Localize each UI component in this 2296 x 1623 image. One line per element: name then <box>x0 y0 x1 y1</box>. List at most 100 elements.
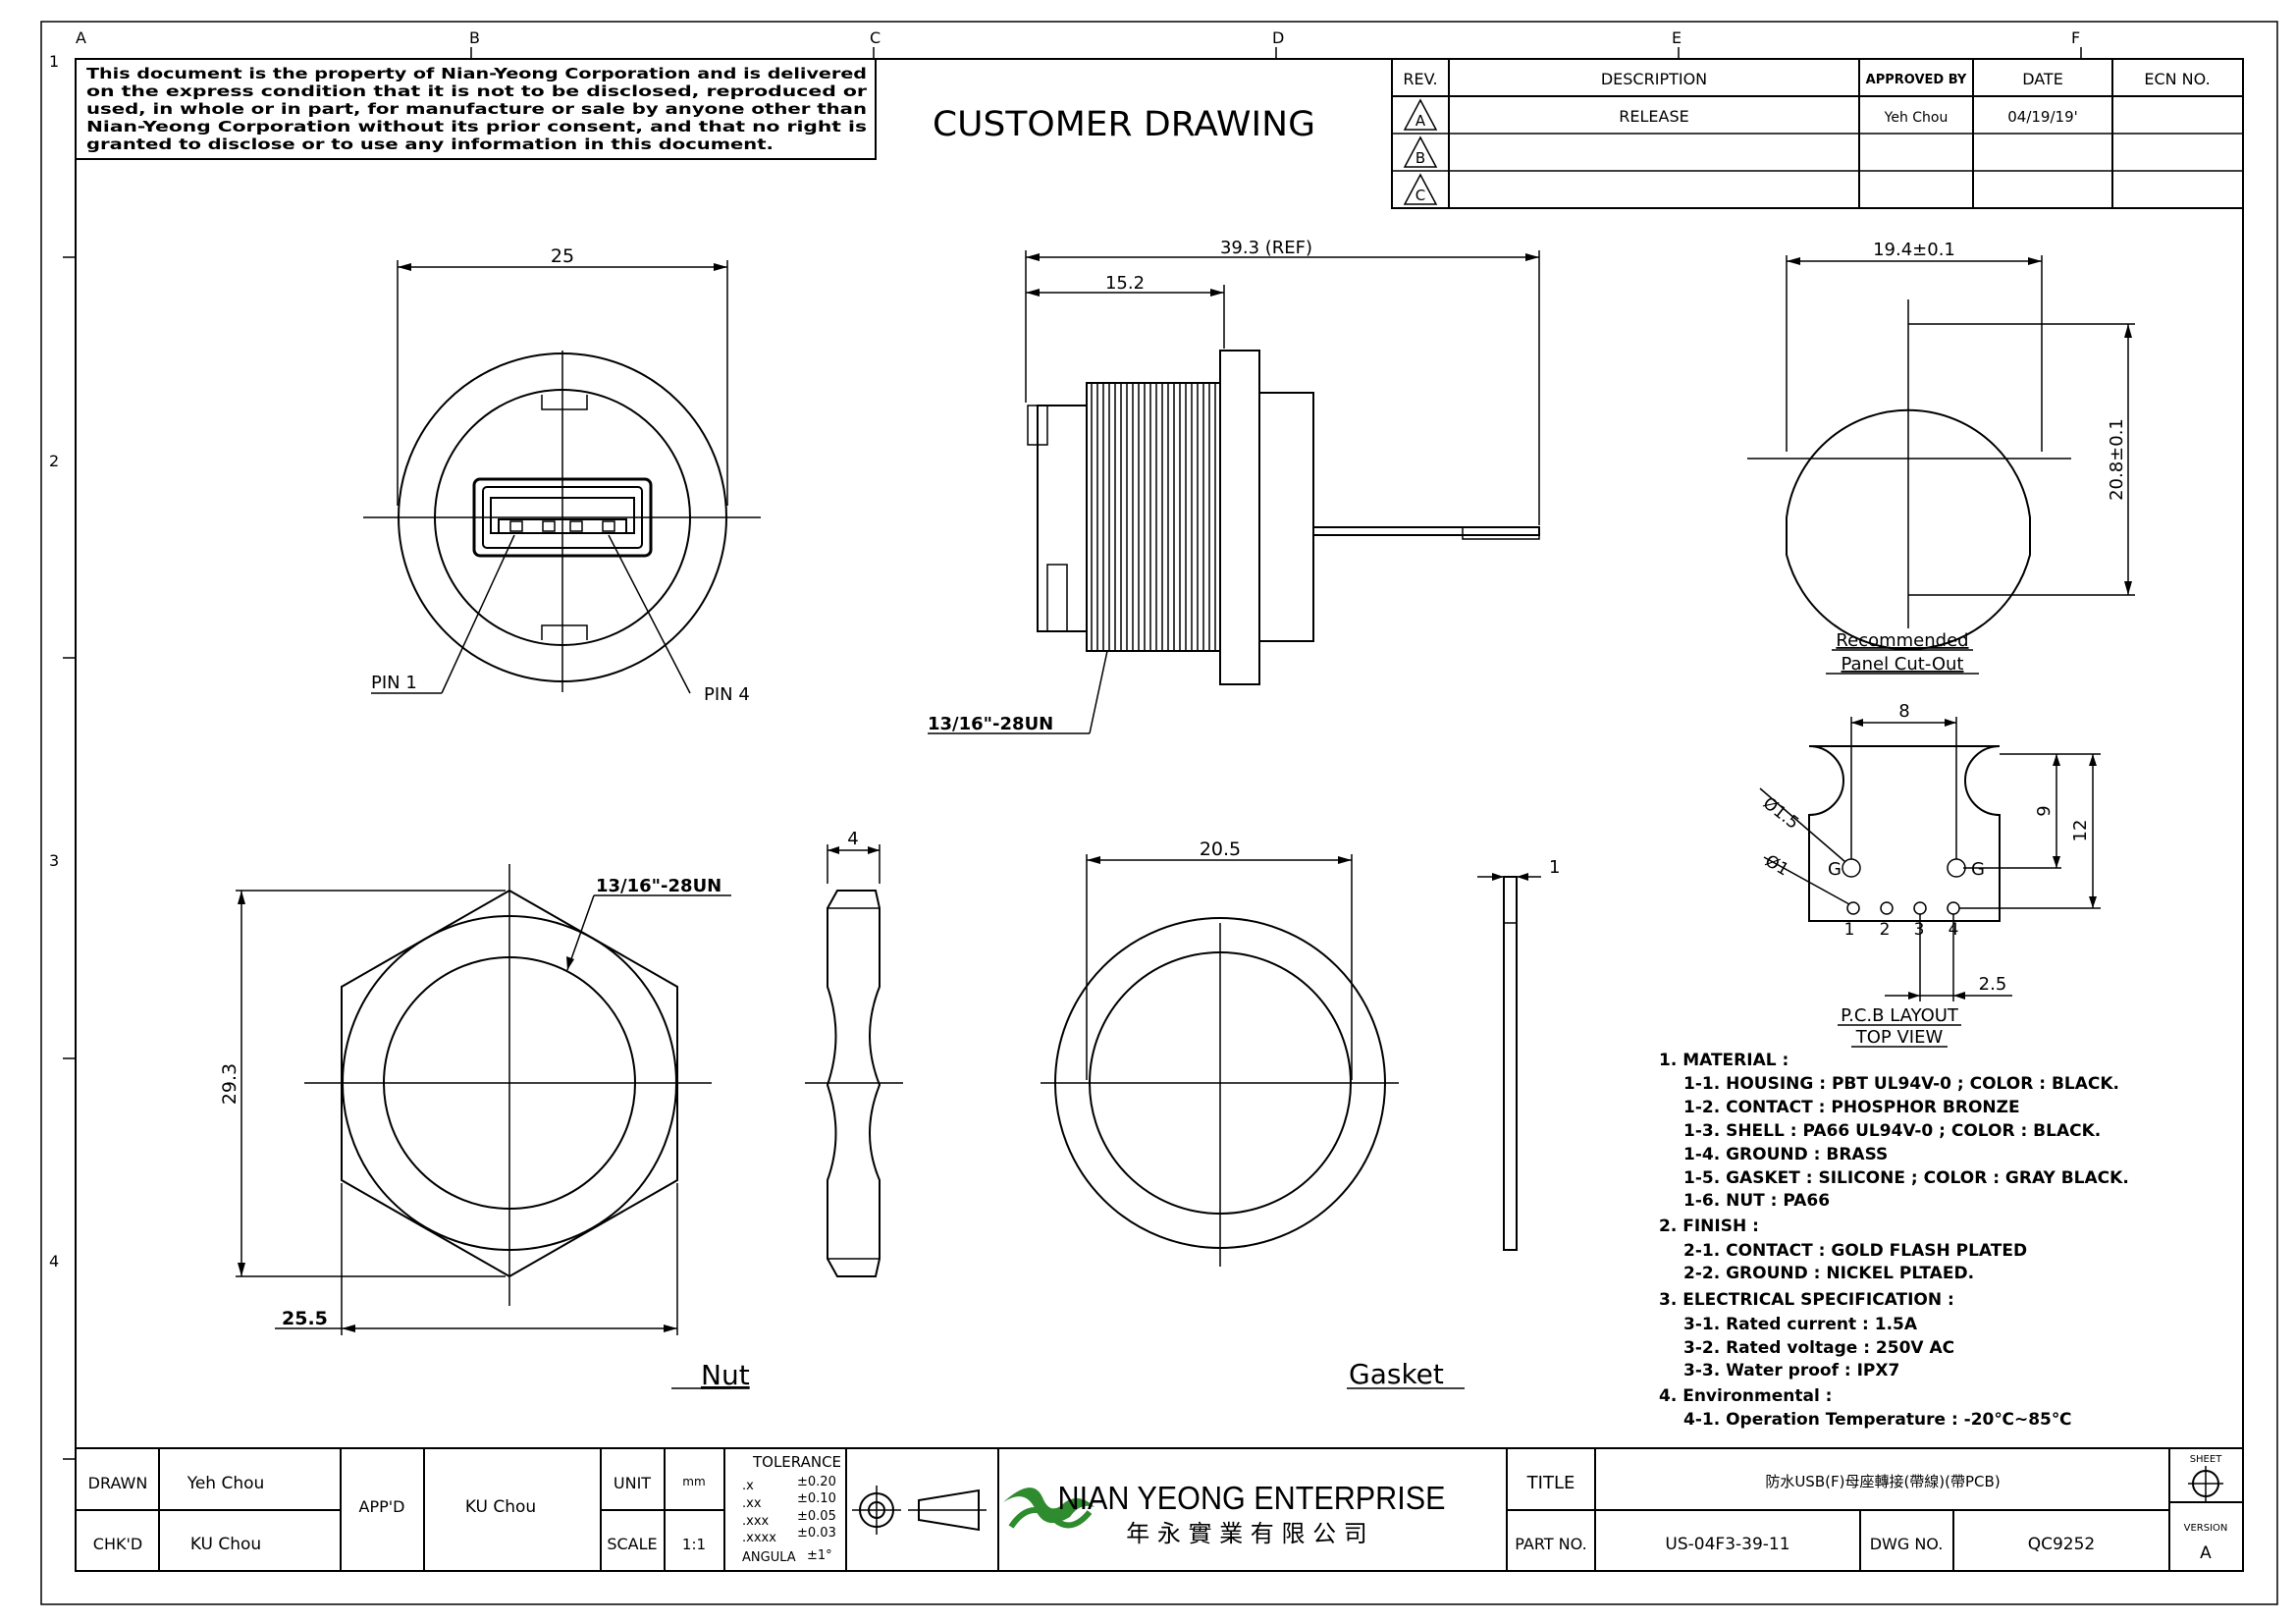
nut-width-dim: 25.5 <box>282 1308 328 1329</box>
note-item: 3-3. Water proof : IPX7 <box>1683 1361 1899 1380</box>
tolerance-label: .xxx <box>742 1514 770 1529</box>
scale-value: 1:1 <box>682 1536 706 1553</box>
note-item: 1-5. GASKET : SILICONE ; COLOR : GRAY BL… <box>1683 1168 2129 1188</box>
pcb-dim-2-5: 2.5 <box>1979 974 2007 995</box>
cutout-label-line1: Recommended <box>1836 630 1968 651</box>
note-item: 3-1. Rated current : 1.5A <box>1683 1315 1918 1334</box>
disclaimer-line: granted to disclose or to use any inform… <box>86 135 774 153</box>
zone-row-4: 4 <box>49 1252 59 1271</box>
drawing-title: 防水USB(F)母座轉接(帶線)(帶PCB) <box>1765 1473 2000 1490</box>
dwg-no: QC9252 <box>2028 1535 2096 1554</box>
title-block: DRAWN Yeh Chou CHK'D KU Chou APP'D KU Ch… <box>75 1447 2244 1572</box>
zone-col-d: D <box>1272 28 1284 47</box>
disclaimer-line: This document is the property of Nian-Ye… <box>86 65 867 82</box>
zone-col-e: E <box>1672 28 1682 47</box>
front-width-dim: 25 <box>551 245 574 267</box>
pin1-label: PIN 1 <box>371 673 417 693</box>
disclaimer-line: used, in whole or in part, for manufactu… <box>86 100 867 118</box>
tolerance-list: .x ±0.20 .xx ±0.10 .xxx ±0.05 .xxxx ±0.0… <box>742 1475 836 1565</box>
front-view: PIN 1 PIN 4 25 <box>363 245 761 705</box>
outer-border <box>40 21 2278 1605</box>
side-view: 39.3 (REF) 15.2 13/16"-28UN <box>928 238 1540 734</box>
nut-front-view: 13/16"-28UN 29.3 25.5 Nut <box>219 864 750 1391</box>
pcb-label-line2: TOP VIEW <box>1855 1027 1944 1048</box>
note-heading: 2. FINISH : <box>1659 1217 1759 1236</box>
pcb-dim-12: 12 <box>2070 820 2091 842</box>
nut-height-dim: 29.3 <box>219 1063 240 1105</box>
tolerance-value: ±0.05 <box>797 1509 836 1524</box>
tolerance-value: ±0.20 <box>797 1475 836 1489</box>
pcb-pin-3: 3 <box>1914 920 1925 940</box>
revision-table: REV. DESCRIPTION APPROVED BY DATE ECN NO… <box>1391 58 2244 209</box>
zone-ticks <box>63 47 2082 1460</box>
pcb-pin-2: 2 <box>1880 920 1891 940</box>
disclaimer: This document is the property of Nian-Ye… <box>86 65 867 153</box>
pcb-layout: 8 9 12 Ø1.5 Ø1 G G 1 2 3 4 2.5 P.C.B LAY… <box>1759 701 2101 1048</box>
description-header: DESCRIPTION <box>1601 70 1707 88</box>
gasket-front-view: 20.5 Gasket <box>1041 839 1465 1390</box>
version-label: VERSION <box>2184 1523 2228 1534</box>
sheet-symbol-icon <box>2188 1466 2223 1501</box>
zone-row-3: 3 <box>49 851 59 870</box>
drawn-label: DRAWN <box>88 1474 148 1492</box>
company-name-en: NIAN YEONG ENTERPRISE <box>1058 1480 1446 1516</box>
note-item: 1-4. GROUND : BRASS <box>1683 1145 1888 1164</box>
company-logo-icon <box>1003 1488 1095 1529</box>
rev-header: REV. <box>1403 70 1437 88</box>
note-heading: 3. ELECTRICAL SPECIFICATION : <box>1659 1290 1954 1310</box>
zone-col-b: B <box>469 28 480 47</box>
tolerance-value: ±0.03 <box>797 1526 836 1541</box>
drawn-by: Yeh Chou <box>187 1474 265 1493</box>
nut-thread-label: 13/16"-28UN <box>596 876 721 896</box>
rev-a: A <box>1415 112 1426 130</box>
unit-value: mm <box>682 1475 705 1488</box>
pcb-pin-1: 1 <box>1844 920 1855 940</box>
zone-col-a: A <box>76 28 86 47</box>
part-no-label: PART NO. <box>1515 1535 1586 1553</box>
gasket-label: Gasket <box>1349 1358 1444 1390</box>
pcb-dim-9: 9 <box>2034 805 2055 816</box>
note-item: 1-1. HOUSING : PBT UL94V-0 ; COLOR : BLA… <box>1683 1074 2119 1094</box>
rev-triangle-icon <box>1403 98 1438 131</box>
zone-col-c: C <box>870 28 881 47</box>
note-item: 3-2. Rated voltage : 250V AC <box>1683 1338 1954 1358</box>
tolerance-value: ±0.10 <box>797 1491 836 1506</box>
rev-a-date: 04/19/19' <box>2007 108 2078 126</box>
note-heading: 1. MATERIAL : <box>1659 1051 1789 1070</box>
part-no: US-04F3-39-11 <box>1665 1535 1789 1554</box>
rev-triangle-icon <box>1403 173 1438 205</box>
ecn-header: ECN NO. <box>2144 70 2210 88</box>
cutout-width-dim: 19.4±0.1 <box>1873 240 1955 260</box>
company-name-zh: 年 永 實 業 有 限 公 司 <box>1126 1520 1366 1547</box>
checked-label: CHK'D <box>93 1535 142 1553</box>
side-thread-length-dim: 15.2 <box>1105 273 1145 294</box>
pcb-ground-right: G <box>1971 859 1985 880</box>
sheet-label: SHEET <box>2190 1454 2223 1465</box>
cutout-label-line2: Panel Cut-Out <box>1842 654 1964 675</box>
note-item: 1-2. CONTACT : PHOSPHOR BRONZE <box>1683 1098 2020 1117</box>
disclaimer-line: on the express condition that it is not … <box>86 82 867 100</box>
thread-lines <box>1087 382 1220 652</box>
dwg-no-label: DWG NO. <box>1870 1535 1944 1553</box>
notes-list: 1. MATERIAL : 1-1. HOUSING : PBT UL94V-0 … <box>1659 1051 2129 1430</box>
approved-by: KU Chou <box>465 1497 536 1517</box>
zone-col-f: F <box>2071 28 2080 47</box>
pcb-ground-hole-dim: Ø1.5 <box>1759 793 1802 834</box>
disclaimer-box <box>75 58 877 160</box>
side-total-dim: 39.3 (REF) <box>1220 238 1312 258</box>
rev-triangle-icon <box>1403 135 1438 168</box>
rev-c: C <box>1415 187 1425 204</box>
rev-a-approved-by: Yeh Chou <box>1884 110 1949 126</box>
date-header: DATE <box>2022 70 2063 88</box>
pcb-ground-left: G <box>1828 859 1842 880</box>
checked-by: KU Chou <box>190 1535 261 1554</box>
zone-row-1: 1 <box>49 52 59 71</box>
gasket-side-view: 1 <box>1477 857 1560 1251</box>
version-value: A <box>2200 1543 2212 1563</box>
tolerance-value: ±1° <box>807 1548 832 1563</box>
scale-label: SCALE <box>607 1535 657 1553</box>
note-item: 1-6. NUT : PA66 <box>1683 1191 1830 1211</box>
pcb-label-line1: P.C.B LAYOUT <box>1841 1005 1959 1026</box>
tolerance-label: ANGULA <box>742 1550 796 1565</box>
